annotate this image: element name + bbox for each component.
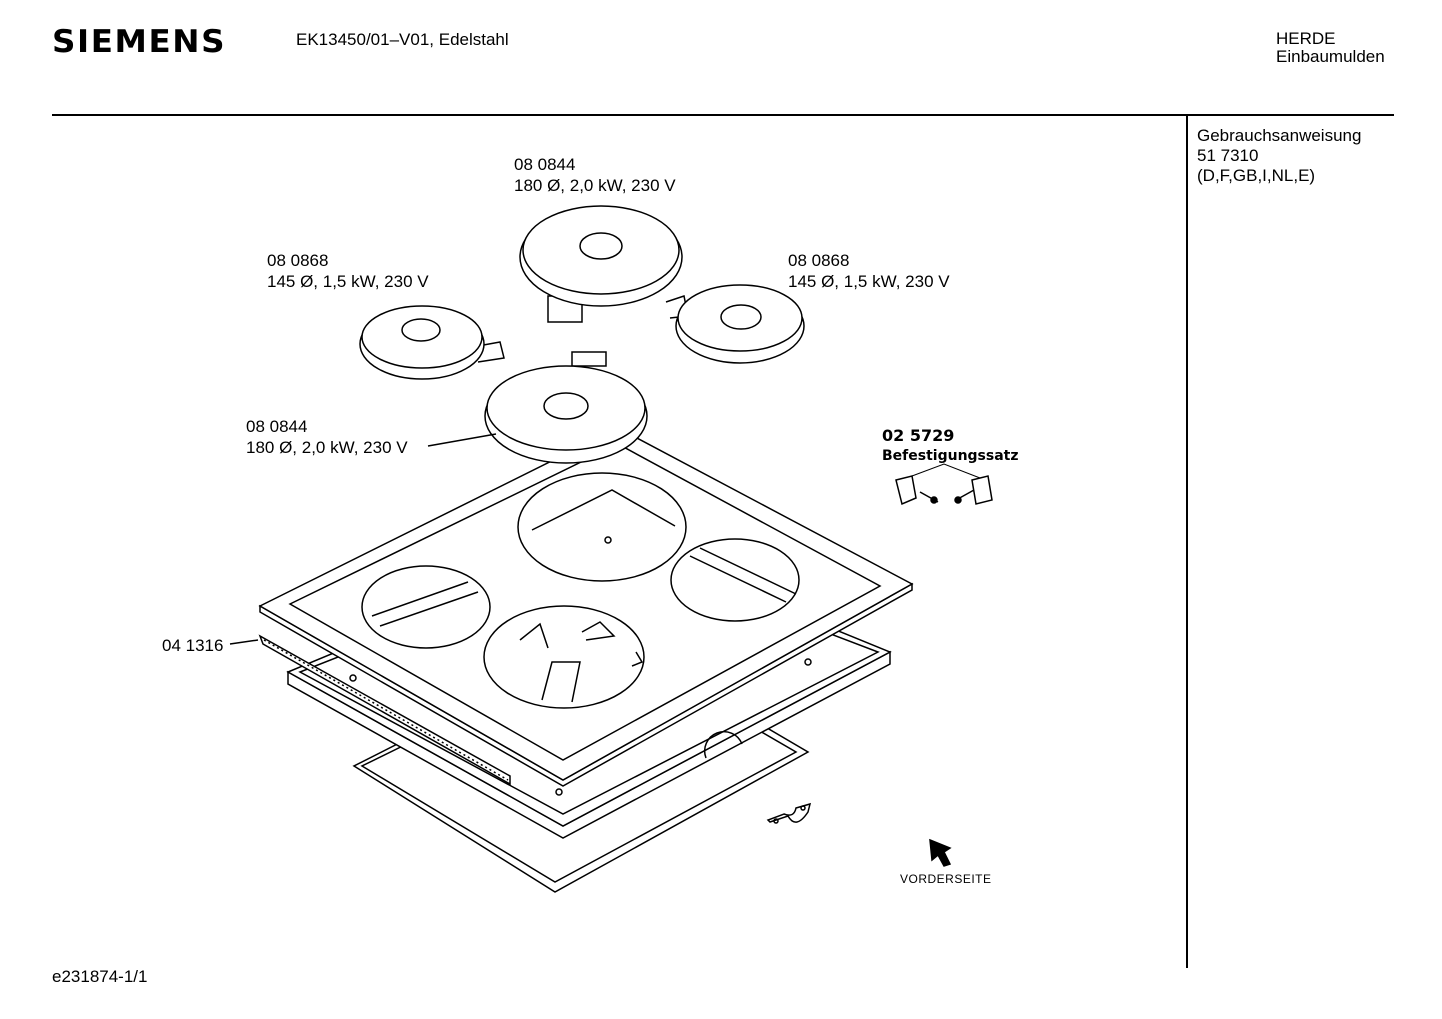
- model-title: EK13450/01–V01, Edelstahl: [296, 30, 509, 49]
- manual-info: Gebrauchsanweisung 51 7310 (D,F,GB,I,NL,…: [1197, 126, 1361, 186]
- category-line-2: Einbaumulden: [1276, 47, 1385, 66]
- manual-title: Gebrauchsanweisung: [1197, 126, 1362, 145]
- part-number: 08 0844: [514, 155, 576, 174]
- label-burner-top: 08 0844 180 Ø, 2,0 kW, 230 V: [514, 154, 676, 196]
- category-line-1: HERDE: [1276, 29, 1336, 48]
- drawing-id: e231874-1/1: [52, 967, 148, 986]
- part-number: 08 0844: [246, 417, 308, 436]
- fixing-kit-parts: [895, 463, 993, 506]
- clamp-bracket: [766, 802, 812, 824]
- front-arrow-icon: [929, 838, 952, 867]
- sidebar-divider: [1186, 116, 1188, 968]
- label-burner-front: 08 0844 180 Ø, 2,0 kW, 230 V: [246, 416, 408, 458]
- hob-top-plate: [258, 427, 914, 787]
- seal-strip: [229, 634, 511, 786]
- part-number: 02 5729: [882, 426, 955, 445]
- part-spec: 145 Ø, 1,5 kW, 230 V: [267, 272, 429, 291]
- part-spec: 180 Ø, 2,0 kW, 230 V: [246, 438, 408, 457]
- burner-right: [665, 284, 805, 364]
- label-burner-right: 08 0868 145 Ø, 1,5 kW, 230 V: [788, 250, 950, 292]
- manual-languages: (D,F,GB,I,NL,E): [1197, 166, 1316, 185]
- burner-top: [519, 205, 683, 323]
- part-spec: 180 Ø, 2,0 kW, 230 V: [514, 176, 676, 195]
- part-spec: 145 Ø, 1,5 kW, 230 V: [788, 272, 950, 291]
- part-number: 08 0868: [267, 251, 329, 270]
- burner-left: [359, 305, 505, 380]
- label-seal-strip: 04 1316: [162, 636, 224, 655]
- brand-logo: SIEMENS: [52, 24, 227, 60]
- header-divider: [52, 114, 1394, 116]
- burner-front: [484, 351, 648, 464]
- category: HERDE Einbaumulden: [1276, 30, 1385, 66]
- exploded-view-drawing: [229, 205, 993, 893]
- part-number: 08 0868: [788, 251, 850, 270]
- manual-number: 51 7310: [1197, 146, 1259, 165]
- leader-line-front-burner: [427, 433, 497, 447]
- part-name: Befestigungssatz: [882, 448, 1019, 464]
- front-side-label: VORDERSEITE: [900, 872, 992, 886]
- label-fixing-kit: 02 5729 Befestigungssatz: [882, 426, 1019, 466]
- label-burner-left: 08 0868 145 Ø, 1,5 kW, 230 V: [267, 250, 429, 292]
